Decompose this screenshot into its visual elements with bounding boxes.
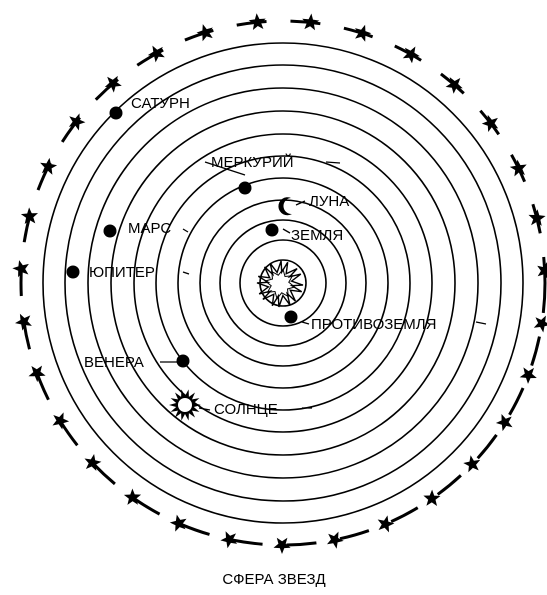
venus-dot-icon (177, 355, 190, 368)
mars-label: МАРС (128, 220, 171, 237)
jupiter-leader-line-right (183, 272, 189, 274)
star-icon (534, 316, 547, 333)
counter-earth-dot-icon (285, 311, 298, 324)
star-icon (520, 367, 537, 384)
star-icon (378, 515, 395, 532)
counter-earth-leader-line (302, 322, 309, 324)
star-icon (510, 160, 527, 177)
star-icon (29, 366, 46, 383)
star-icon (53, 412, 70, 429)
mars-leader-line-right (183, 229, 188, 232)
central-fire-icon (257, 261, 303, 307)
sun-label: СОЛНЦЕ (214, 401, 278, 418)
star-icon (40, 158, 57, 175)
mercury-dot-icon (239, 182, 252, 195)
moon-label: ЛУНА (309, 193, 349, 210)
star-icon (170, 515, 187, 532)
star-icon (148, 46, 165, 63)
earth-dot-icon (266, 224, 279, 237)
earth-leader-line (283, 229, 290, 233)
counter-earth-label: ПРОТИВОЗЕМЛЯ (311, 316, 436, 333)
mars-dot-icon (104, 225, 117, 238)
mercury-leader-line-right (326, 162, 340, 163)
saturn-label: САТУРН (131, 95, 190, 112)
saturn-dot-icon (110, 107, 123, 120)
star-icon (423, 490, 440, 506)
star-icon (496, 414, 513, 431)
mercury-label: МЕРКУРИЙ (211, 153, 294, 171)
earth-label: ЗЕМЛЯ (291, 227, 343, 244)
jupiter-dot-icon (67, 266, 80, 279)
counter-earth-leader-line-right (476, 322, 486, 324)
jupiter-label: ЮПИТЕР (89, 264, 155, 281)
venus-label: ВЕНЕРА (84, 354, 144, 371)
star-sphere-title: СФЕРА ЗВЕЗД (222, 571, 325, 588)
star-icon (15, 314, 32, 331)
star-icon (327, 532, 344, 549)
star-icon (274, 538, 291, 554)
star-icon (403, 47, 420, 64)
